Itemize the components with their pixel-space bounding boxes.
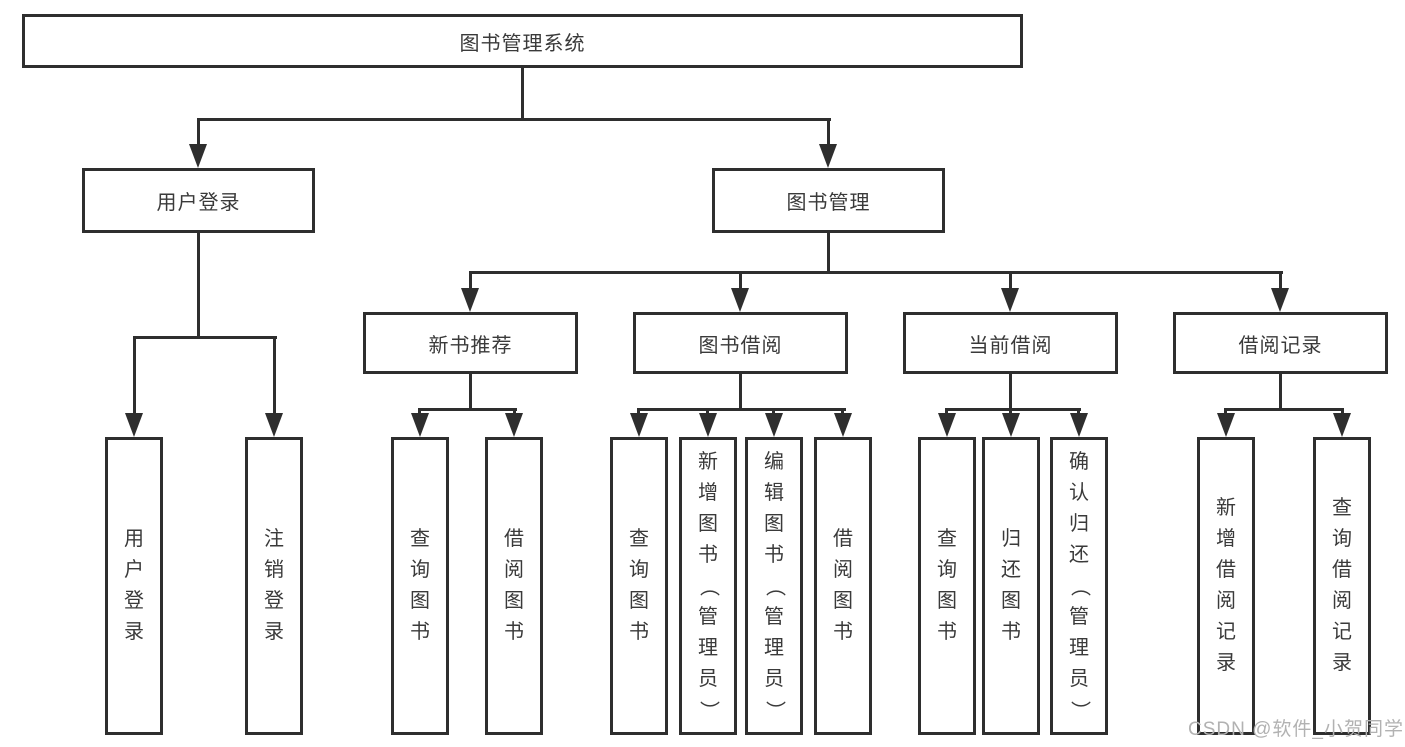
connector-vline — [521, 68, 524, 118]
connector-vline — [133, 336, 136, 414]
node-current-borrow: 当前借阅 — [903, 312, 1118, 374]
leaf-label: 查询图书 — [629, 528, 649, 643]
connector-vline — [197, 233, 200, 336]
node-new-book-recommend: 新书推荐 — [363, 312, 578, 374]
connector-hline — [133, 336, 277, 339]
connector-vline — [418, 408, 421, 415]
watermark-text: CSDN @软件_小贺同学 — [1188, 719, 1404, 740]
leaf-label: 查询借阅记录 — [1332, 497, 1352, 674]
connector-vline — [1224, 408, 1227, 415]
node-label: 借阅记录 — [1238, 334, 1323, 357]
node-borrow-records: 借阅记录 — [1173, 312, 1388, 374]
arrowhead-down-icon — [731, 288, 749, 312]
node-label: 用户登录 — [156, 192, 241, 214]
node-label: 新书推荐 — [428, 334, 513, 357]
connector-vline — [513, 408, 516, 415]
leaf-query-borrow-record: 查询借阅记录 — [1313, 437, 1371, 735]
leaf-label: 编辑图书（管理员） — [763, 450, 786, 721]
connector-vline — [739, 374, 742, 408]
arrowhead-down-icon — [630, 413, 648, 437]
connector-hline — [637, 408, 846, 411]
leaf-label: 新增图书（管理员） — [697, 450, 720, 721]
leaf-user-login: 用户登录 — [105, 437, 163, 735]
connector-hline — [418, 408, 517, 411]
arrowhead-down-icon — [699, 413, 717, 437]
connector-vline — [273, 336, 276, 414]
leaf-label: 注销登录 — [264, 528, 284, 643]
leaf-query-books-recommend: 查询图书 — [391, 437, 449, 735]
node-book-borrow: 图书借阅 — [633, 312, 848, 374]
arrowhead-down-icon — [461, 288, 479, 312]
leaf-label: 借阅图书 — [504, 528, 524, 643]
arrowhead-down-icon — [1217, 413, 1235, 437]
connector-vline — [1009, 374, 1012, 408]
connector-vline — [827, 118, 830, 146]
leaf-confirm-return-admin: 确认归还（管理员） — [1050, 437, 1108, 735]
leaf-label: 借阅图书 — [833, 528, 853, 643]
connector-vline — [1077, 408, 1080, 415]
arrowhead-down-icon — [1070, 413, 1088, 437]
leaf-label: 新增借阅记录 — [1216, 497, 1236, 674]
leaf-logout: 注销登录 — [245, 437, 303, 735]
arrowhead-down-icon — [765, 413, 783, 437]
leaf-label: 查询图书 — [937, 528, 957, 643]
connector-vline — [772, 408, 775, 415]
leaf-label: 查询图书 — [410, 528, 430, 643]
node-label: 图书管理系统 — [459, 32, 586, 55]
arrowhead-down-icon — [265, 413, 283, 437]
node-label: 当前借阅 — [968, 334, 1053, 357]
connector-hline — [1224, 408, 1344, 411]
leaf-label: 用户登录 — [124, 528, 144, 643]
node-label: 图书管理 — [786, 192, 871, 214]
arrowhead-down-icon — [938, 413, 956, 437]
connector-hline — [469, 271, 1283, 274]
connector-hline — [945, 408, 1081, 411]
leaf-borrow-books: 借阅图书 — [814, 437, 872, 735]
connector-vline — [1279, 374, 1282, 408]
arrowhead-down-icon — [819, 144, 837, 168]
connector-vline — [841, 408, 844, 415]
connector-vline — [1009, 408, 1012, 415]
connector-hline — [197, 118, 831, 121]
leaf-add-borrow-record: 新增借阅记录 — [1197, 437, 1255, 735]
arrowhead-down-icon — [1333, 413, 1351, 437]
connector-vline — [706, 408, 709, 415]
arrowhead-down-icon — [411, 413, 429, 437]
leaf-return-books: 归还图书 — [982, 437, 1040, 735]
leaf-borrow-books-recommend: 借阅图书 — [485, 437, 543, 735]
node-book-management: 图书管理 — [712, 168, 945, 233]
node-user-login: 用户登录 — [82, 168, 315, 233]
arrowhead-down-icon — [1002, 413, 1020, 437]
leaf-label: 确认归还（管理员） — [1068, 450, 1091, 721]
connector-vline — [827, 233, 830, 271]
connector-vline — [739, 271, 742, 290]
node-label: 图书借阅 — [698, 334, 783, 357]
node-library-system: 图书管理系统 — [22, 14, 1023, 68]
arrowhead-down-icon — [1001, 288, 1019, 312]
arrowhead-down-icon — [125, 413, 143, 437]
connector-vline — [1341, 408, 1344, 415]
arrowhead-down-icon — [1271, 288, 1289, 312]
connector-vline — [1009, 271, 1012, 290]
leaf-query-books-current: 查询图书 — [918, 437, 976, 735]
connector-vline — [197, 118, 200, 146]
arrowhead-down-icon — [189, 144, 207, 168]
leaf-add-book-admin: 新增图书（管理员） — [679, 437, 737, 735]
connector-vline — [469, 271, 472, 290]
leaf-label: 归还图书 — [1001, 528, 1021, 643]
arrowhead-down-icon — [834, 413, 852, 437]
leaf-edit-book-admin: 编辑图书（管理员） — [745, 437, 803, 735]
connector-vline — [469, 374, 472, 408]
leaf-query-books-borrow: 查询图书 — [610, 437, 668, 735]
connector-vline — [1279, 271, 1282, 290]
connector-vline — [637, 408, 640, 415]
arrowhead-down-icon — [505, 413, 523, 437]
connector-vline — [945, 408, 948, 415]
